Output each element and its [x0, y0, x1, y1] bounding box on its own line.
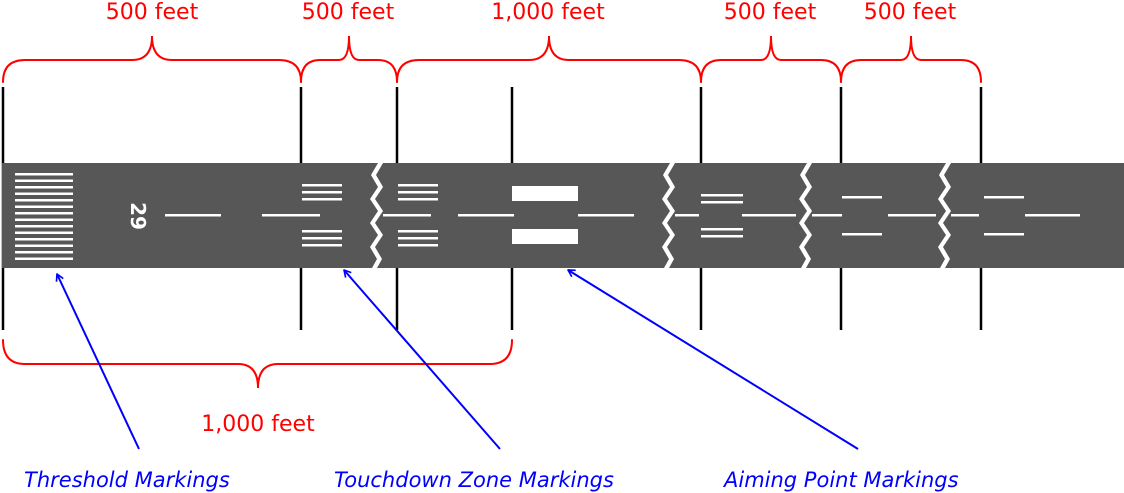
- centerline-stripe: [888, 214, 936, 217]
- tdz-bar: [302, 191, 342, 194]
- dimension-label: 1,000 feet: [491, 0, 605, 25]
- tdz-bar: [302, 230, 342, 233]
- centerline-stripe: [383, 214, 431, 217]
- bottom-dimension-label: 1,000 feet: [201, 412, 315, 437]
- threshold-stripe: [15, 257, 73, 260]
- tdz-bar: [398, 244, 438, 247]
- tdz-bar: [701, 235, 743, 238]
- runway-segment-4: [804, 163, 946, 268]
- threshold-stripe: [15, 186, 73, 189]
- threshold-stripe: [15, 179, 73, 182]
- threshold-markings-label: Threshold Markings: [24, 468, 230, 492]
- touchdown-zone-arrow: [343, 269, 501, 450]
- dimension-brace: [700, 35, 842, 83]
- aiming-point-markings-label: Aiming Point Markings: [722, 468, 959, 492]
- tdz-bar: [398, 198, 438, 201]
- threshold-stripe: [15, 238, 73, 241]
- tdz-bar: [984, 233, 1024, 236]
- centerline-stripe: [578, 214, 634, 217]
- dimension-label: 500 feet: [106, 0, 199, 25]
- tdz-bar: [984, 196, 1024, 199]
- aiming-point-arrow: [567, 269, 859, 450]
- tdz-bar: [398, 237, 438, 240]
- touchdown-zone-markings: [302, 184, 1024, 247]
- threshold-stripe: [15, 218, 73, 221]
- runway-segment-2: [375, 163, 670, 268]
- centerline-stripe: [458, 214, 514, 217]
- threshold-stripe: [15, 199, 73, 202]
- tdz-bar: [398, 184, 438, 187]
- callout-labels: Threshold Markings Touchdown Zone Markin…: [24, 468, 959, 492]
- dimension-label: 500 feet: [864, 0, 957, 25]
- aiming-point-bar: [512, 186, 578, 201]
- touchdown-zone-markings-label: Touchdown Zone Markings: [334, 468, 614, 492]
- centerline-stripe: [165, 214, 221, 217]
- runway-number: 29: [126, 202, 150, 230]
- dimension-brace: [840, 35, 982, 83]
- tdz-bar: [302, 237, 342, 240]
- dimension-brace: [300, 35, 398, 83]
- tdz-bar: [842, 233, 882, 236]
- aiming-point-markings: [512, 186, 578, 244]
- tdz-bar: [398, 230, 438, 233]
- centerline-stripe: [1025, 214, 1080, 217]
- threshold-stripe: [15, 225, 73, 228]
- centerline-stripe: [742, 214, 796, 217]
- centerline-stripe: [262, 214, 320, 217]
- threshold-stripe: [15, 244, 73, 247]
- threshold-stripe: [15, 192, 73, 195]
- threshold-stripe: [15, 251, 73, 254]
- dimension-brace: [396, 35, 702, 83]
- aiming-point-bar: [512, 229, 578, 244]
- centerline-stripe: [812, 214, 842, 217]
- centerline-stripes: [165, 214, 1080, 217]
- threshold-stripe: [15, 231, 73, 234]
- threshold-stripe: [15, 212, 73, 215]
- tdz-bar: [701, 194, 743, 197]
- tdz-bar: [842, 196, 882, 199]
- centerline-stripe: [951, 214, 979, 217]
- callout-arrows: [55, 269, 859, 450]
- threshold-stripe: [15, 205, 73, 208]
- dimension-label: 500 feet: [302, 0, 395, 25]
- threshold-arrow: [55, 273, 140, 450]
- tdz-bar: [701, 228, 743, 231]
- bottom-dimension-brace: [2, 339, 513, 389]
- tdz-bar: [398, 191, 438, 194]
- tdz-bar: [302, 244, 342, 247]
- tdz-bar: [302, 184, 342, 187]
- centerline-stripe: [675, 214, 699, 217]
- tdz-bar: [701, 201, 743, 204]
- dimension-brace: [2, 35, 302, 83]
- runway-segment-3: [667, 163, 807, 268]
- top-dimension-labels: 500 feet 500 feet 1,000 feet 500 feet 50…: [106, 0, 957, 25]
- dimension-label: 500 feet: [724, 0, 817, 25]
- threshold-stripe: [15, 173, 73, 176]
- top-dimension-braces: [2, 35, 982, 83]
- tdz-bar: [302, 198, 342, 201]
- threshold-markings: [15, 173, 73, 260]
